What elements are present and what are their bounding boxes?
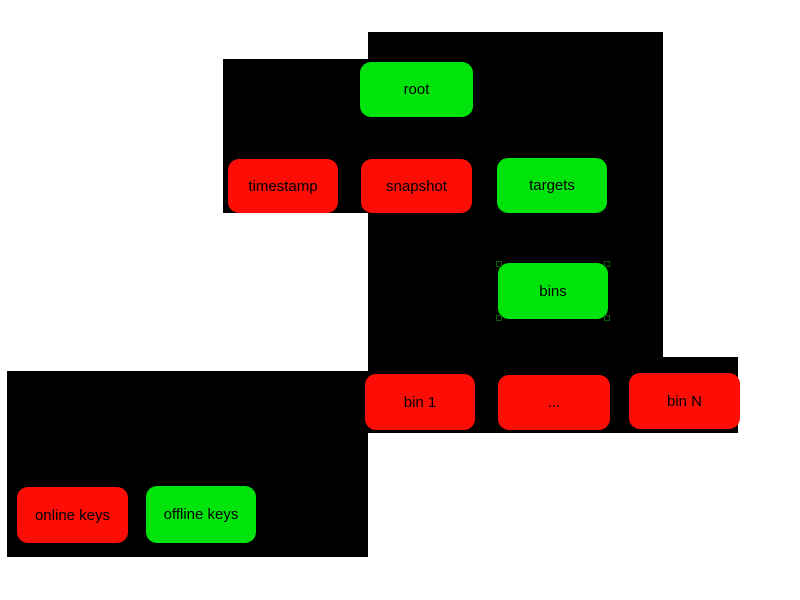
node-bin-1: bin 1 bbox=[365, 374, 475, 430]
selection-handle-bl bbox=[496, 315, 502, 321]
node-bins: bins bbox=[496, 261, 610, 321]
node-root: root bbox=[360, 62, 473, 117]
selection-handle-br bbox=[604, 315, 610, 321]
node-bin-ellipsis: ... bbox=[498, 375, 610, 430]
selection-handle-tr bbox=[604, 261, 610, 267]
selection-handle-tl bbox=[496, 261, 502, 267]
node-snapshot: snapshot bbox=[361, 159, 472, 213]
node-offline-keys: offline keys bbox=[146, 486, 256, 543]
node-targets: targets bbox=[497, 158, 607, 213]
node-bin-n: bin N bbox=[629, 373, 740, 429]
node-online-keys: online keys bbox=[17, 487, 128, 543]
node-timestamp: timestamp bbox=[228, 159, 338, 213]
